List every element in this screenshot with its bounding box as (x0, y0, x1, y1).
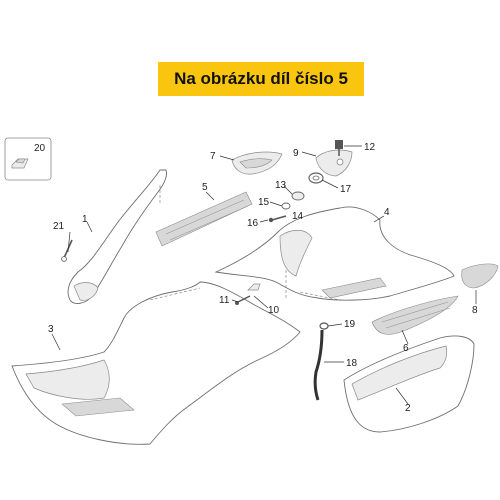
callout-9: 9 (293, 148, 299, 159)
part-10-clip (247, 283, 261, 291)
callout-7: 7 (210, 151, 216, 162)
callout-8: 8 (472, 305, 478, 316)
callout-14: 14 (292, 211, 304, 222)
callout-18: 18 (346, 358, 358, 369)
callout-15: 15 (258, 197, 270, 208)
part-5-footrest-mat (155, 191, 253, 247)
part-18-hose (313, 329, 324, 401)
part-16-screw (268, 215, 287, 223)
part-8-footrest-pad (461, 263, 499, 289)
part-14-spacer (291, 191, 305, 201)
part-1-rear-cover (67, 169, 167, 304)
highlight-banner: Na obrázku díl číslo 5 (158, 62, 364, 96)
part-4-floor-panel (214, 206, 455, 301)
part-21-screw (61, 239, 73, 262)
callout-20: 20 (34, 143, 46, 154)
part-7-deflector (231, 151, 283, 175)
callout-4: 4 (384, 207, 390, 218)
callout-16: 16 (247, 218, 259, 229)
callout-11: 11 (219, 295, 230, 306)
callout-21: 21 (53, 221, 65, 232)
part-6-floor-mat (371, 295, 459, 335)
part-9-bracket (315, 149, 353, 177)
callout-1: 1 (82, 214, 88, 225)
part-17-washer (308, 172, 324, 184)
callout-3: 3 (48, 324, 54, 335)
part-20-clip-box (4, 137, 52, 181)
callout-6: 6 (403, 343, 409, 354)
part-19-grommet (319, 322, 329, 330)
part-3-lower-body-panel (11, 281, 301, 445)
clip-icon (11, 158, 29, 169)
leader-lines (51, 145, 477, 405)
callout-13: 13 (275, 180, 287, 191)
callout-5: 5 (202, 182, 208, 193)
callout-19: 19 (344, 319, 356, 330)
callout-10: 10 (268, 305, 280, 316)
part-12-bolt (335, 140, 343, 156)
callout-2: 2 (405, 403, 411, 414)
callout-12: 12 (364, 142, 376, 153)
callout-17: 17 (340, 184, 352, 195)
part-2-side-panel (343, 335, 475, 433)
part-15-nut (281, 202, 291, 210)
